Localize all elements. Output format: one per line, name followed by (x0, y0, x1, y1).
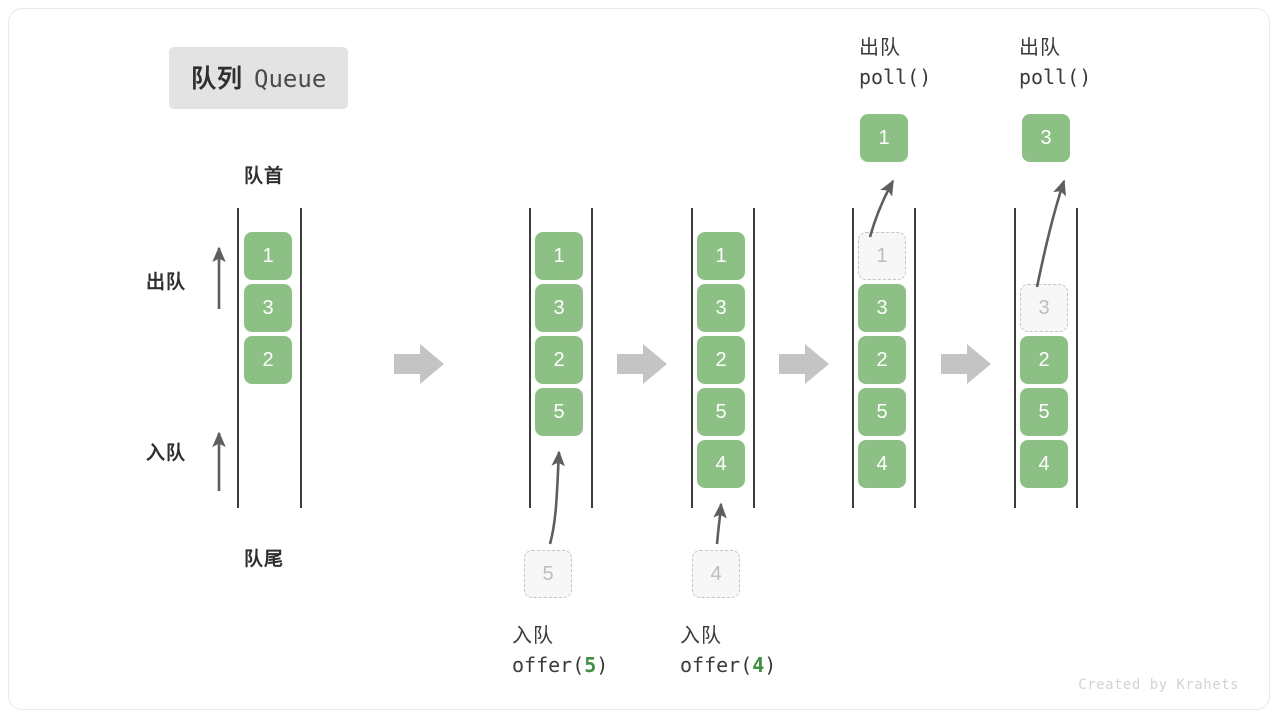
col4-rail-right (914, 208, 916, 508)
col4-code-suffix: ) (919, 65, 932, 89)
col5-item-2: 5 (1020, 388, 1068, 436)
col5-caption-cn: 出队 (1019, 37, 1061, 59)
col2-item-3: 5 (535, 388, 583, 436)
step-arrow-1 (394, 344, 444, 384)
col4-code-prefix: poll( (859, 65, 920, 89)
col3-caption: 入队 offer(4) (680, 622, 776, 680)
col5-caption: 出队 poll() (1019, 34, 1091, 92)
col2-code-suffix: ) (596, 653, 609, 677)
col3-incoming-ghost: 4 (692, 550, 740, 598)
title-chinese: 队列 (191, 65, 244, 93)
col2-caption-cn: 入队 (512, 625, 554, 647)
col5-caption-code: poll() (1019, 63, 1091, 92)
col3-caption-code: offer(4) (680, 651, 776, 680)
col3-item-2: 2 (697, 336, 745, 384)
dequeue-side-label: 出队 (146, 272, 187, 293)
col5-code-prefix: poll( (1019, 65, 1080, 89)
col3-rail-left (691, 208, 693, 508)
col5-item-1: 2 (1020, 336, 1068, 384)
arrow-overlay (212, 179, 1066, 545)
col2-item-2: 2 (535, 336, 583, 384)
col1-rail-right (300, 208, 302, 508)
col2-item-1: 3 (535, 284, 583, 332)
col5-code-suffix: ) (1079, 65, 1092, 89)
col5-item-0: 3 (1020, 284, 1068, 332)
col2-incoming-ghost: 5 (524, 550, 572, 598)
poll-1-remove-arrow (868, 179, 895, 238)
col2-code-arg: 5 (584, 653, 597, 677)
offer-5-insert-arrow (548, 450, 565, 545)
col2-code-prefix: offer( (512, 653, 585, 677)
col4-caption: 出队 poll() (859, 34, 931, 92)
diagram-stage: 队列 Queue 队首 队尾 出队 入队 1 3 2 1 3 2 5 5 入队 … (9, 9, 1269, 709)
queue-tail-label: 队尾 (244, 549, 285, 570)
col5-item-3: 4 (1020, 440, 1068, 488)
col4-result-box: 1 (860, 114, 908, 162)
col3-rail-right (753, 208, 755, 508)
col3-code-suffix: ) (764, 653, 777, 677)
col3-item-1: 3 (697, 284, 745, 332)
col3-code-prefix: offer( (680, 653, 753, 677)
col2-item-0: 1 (535, 232, 583, 280)
col4-item-0: 1 (858, 232, 906, 280)
col3-code-arg: 4 (752, 653, 765, 677)
diagram-card: 队列 Queue 队首 队尾 出队 入队 1 3 2 1 3 2 5 5 入队 … (8, 8, 1270, 710)
col4-caption-cn: 出队 (859, 37, 901, 59)
col3-caption-cn: 入队 (680, 625, 722, 647)
col4-item-1: 3 (858, 284, 906, 332)
col2-caption-code: offer(5) (512, 651, 608, 680)
col4-caption-code: poll() (859, 63, 931, 92)
step-arrow-2 (617, 344, 667, 384)
poll-3-remove-arrow (1035, 179, 1066, 288)
col1-item-2: 2 (244, 336, 292, 384)
col1-rail-left (237, 208, 239, 508)
col3-item-3: 5 (697, 388, 745, 436)
col2-caption: 入队 offer(5) (512, 622, 608, 680)
title-english: Queue (254, 65, 327, 93)
col4-item-4: 4 (858, 440, 906, 488)
col1-item-0: 1 (244, 232, 292, 280)
col5-rail-left (1014, 208, 1016, 508)
col5-rail-right (1076, 208, 1078, 508)
col4-item-2: 2 (858, 336, 906, 384)
col3-item-0: 1 (697, 232, 745, 280)
queue-head-label: 队首 (244, 166, 285, 187)
col5-result-box: 3 (1022, 114, 1070, 162)
col3-item-4: 4 (697, 440, 745, 488)
col4-rail-left (852, 208, 854, 508)
offer-4-insert-arrow (713, 502, 727, 545)
step-arrow-4 (941, 344, 991, 384)
col2-rail-right (591, 208, 593, 508)
col4-item-3: 5 (858, 388, 906, 436)
step-arrow-3 (779, 344, 829, 384)
col1-item-1: 3 (244, 284, 292, 332)
title-badge: 队列 Queue (169, 47, 349, 109)
enqueue-side-label: 入队 (146, 443, 187, 464)
watermark: Created by Krahets (1078, 677, 1239, 693)
col2-rail-left (529, 208, 531, 508)
